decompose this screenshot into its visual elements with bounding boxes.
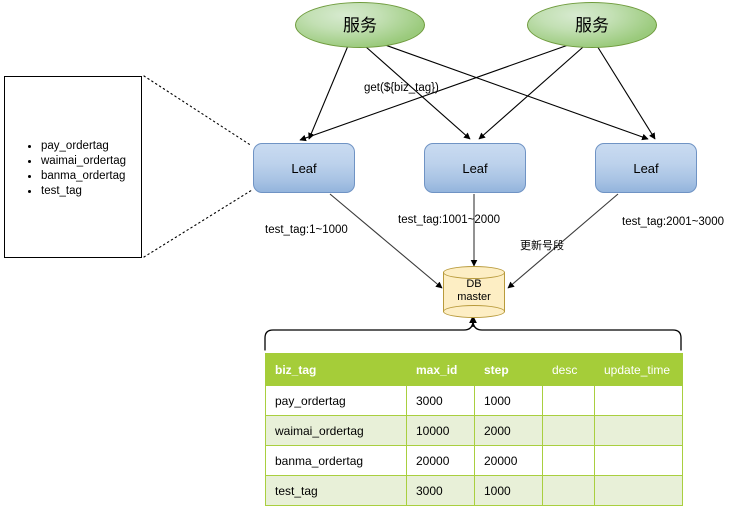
leaf-node-1[interactable]: Leaf (253, 143, 355, 193)
column-header-max-id[interactable]: max_id (406, 353, 475, 386)
callout-line-top (143, 75, 253, 147)
list-item: pay_ordertag (27, 139, 126, 154)
leaf-node-2[interactable]: Leaf (424, 143, 526, 193)
table-row: banma_ordertag 20000 20000 (265, 445, 683, 476)
cylinder-top-ellipse (443, 266, 505, 279)
cell-desc (542, 415, 595, 446)
column-header-update-time[interactable]: update_time (594, 353, 683, 386)
database-cylinder[interactable]: DB master (443, 266, 505, 318)
cell-step: 1000 (474, 475, 543, 506)
database-label-line2: master (457, 291, 491, 303)
biz-tag-callout-box: pay_ordertag waimai_ordertag banma_order… (4, 76, 142, 258)
cell-step: 20000 (474, 445, 543, 476)
cylinder-bottom-ellipse (443, 305, 505, 318)
cell-update-time (594, 445, 683, 476)
edge-service1-leaf1 (308, 40, 351, 140)
cell-update-time (594, 385, 683, 416)
edge-service2-leaf2 (478, 39, 592, 140)
table-row: pay_ordertag 3000 1000 (265, 385, 683, 416)
callout-line-bottom (143, 189, 253, 258)
cell-biz-tag: waimai_ordertag (265, 415, 407, 446)
cell-biz-tag: test_tag (265, 475, 407, 506)
leaf-node-3[interactable]: Leaf (595, 143, 697, 193)
edge-service2-leaf1 (299, 37, 589, 142)
cell-update-time (594, 475, 683, 506)
database-label: DB master (443, 278, 505, 304)
list-item: waimai_ordertag (27, 154, 126, 169)
database-label-line1: DB (466, 278, 482, 290)
cell-biz-tag: banma_ordertag (265, 445, 407, 476)
list-item: test_tag (27, 184, 126, 199)
table-row: test_tag 3000 1000 (265, 475, 683, 506)
edge-label-update-segment: 更新号段 (520, 240, 564, 252)
service-node-1[interactable]: 服务 (295, 2, 425, 48)
edge-service2-leaf3 (593, 40, 656, 140)
leaf-node-1-label: Leaf (291, 160, 317, 176)
column-header-desc[interactable]: desc (542, 353, 595, 386)
leaf-alloc-table: biz_tag max_id step desc update_time pay… (265, 353, 683, 506)
service-node-2-label: 服务 (575, 15, 609, 35)
cell-update-time (594, 415, 683, 446)
service-node-1-label: 服务 (343, 15, 377, 35)
edge-label-range-1: test_tag:1~1000 (265, 224, 348, 236)
cell-biz-tag: pay_ordertag (265, 385, 407, 416)
cell-max-id: 20000 (406, 445, 475, 476)
table-bracket (264, 321, 682, 351)
biz-tag-list: pay_ordertag waimai_ordertag banma_order… (27, 139, 126, 199)
edge-label-get-call: get(${biz_tag}) (364, 82, 439, 94)
leaf-node-2-label: Leaf (462, 160, 488, 176)
column-header-biz-tag[interactable]: biz_tag (265, 353, 407, 386)
column-header-step[interactable]: step (474, 353, 543, 386)
list-item: banma_ordertag (27, 169, 126, 184)
table-header-row: biz_tag max_id step desc update_time (265, 353, 683, 386)
leaf-node-3-label: Leaf (633, 160, 659, 176)
cell-max-id: 10000 (406, 415, 475, 446)
cell-max-id: 3000 (406, 385, 475, 416)
cell-desc (542, 445, 595, 476)
cell-step: 1000 (474, 385, 543, 416)
service-node-2[interactable]: 服务 (527, 2, 657, 48)
cell-desc (542, 385, 595, 416)
edge-label-range-3: test_tag:2001~3000 (622, 216, 724, 228)
cell-step: 2000 (474, 415, 543, 446)
table-row: waimai_ordertag 10000 2000 (265, 415, 683, 446)
edge-leaf1-db (329, 193, 443, 289)
edge-label-range-2: test_tag:1001~2000 (398, 214, 500, 226)
cell-desc (542, 475, 595, 506)
cell-max-id: 3000 (406, 475, 475, 506)
